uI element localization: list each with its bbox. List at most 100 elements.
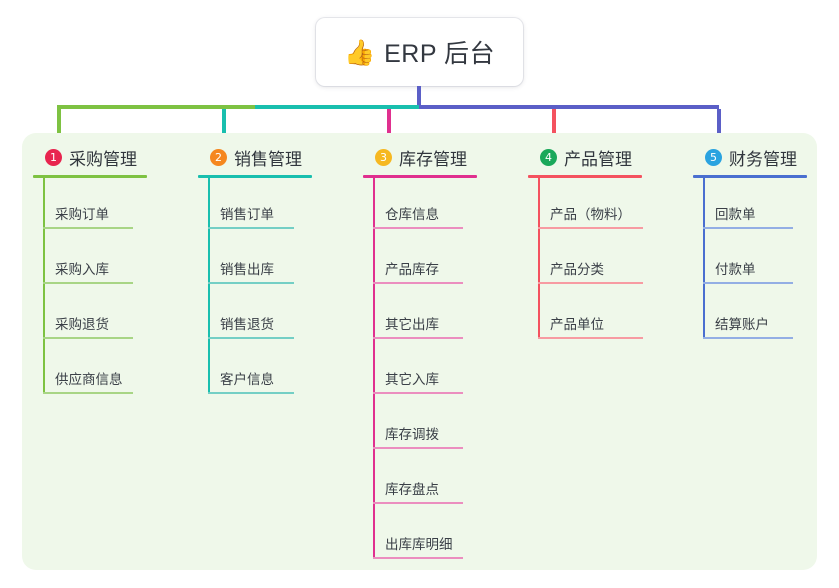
branch-item[interactable]: 采购订单 xyxy=(33,178,147,233)
branch-item-label: 产品单位 xyxy=(550,317,604,332)
branch-item[interactable]: 客户信息 xyxy=(198,343,312,398)
branch-number-badge-1: 1 xyxy=(45,148,62,166)
branch-header-2[interactable]: 2 销售管理 xyxy=(198,145,312,169)
branch-item-rule xyxy=(208,337,294,339)
branch-number-badge-5: 5 xyxy=(705,148,722,166)
root-title: ERP 后台 xyxy=(384,40,496,68)
branch-item-label: 客户信息 xyxy=(220,372,274,387)
branch-item-rule xyxy=(208,392,294,394)
branches-panel xyxy=(22,133,817,570)
branch-header-1[interactable]: 1 采购管理 xyxy=(33,145,147,169)
bus-segment-1 xyxy=(57,105,257,109)
branch-header-rule-4 xyxy=(528,175,642,178)
branch-item-label: 出库库明细 xyxy=(385,537,453,552)
drop-connector-4 xyxy=(552,109,556,138)
branch-item-label: 销售订单 xyxy=(220,207,274,222)
branch-item-rule xyxy=(373,227,463,229)
branch-column-1[interactable]: 1 采购管理采购订单采购入库采购退货供应商信息 xyxy=(33,145,147,398)
branch-title-4: 产品管理 xyxy=(564,149,632,169)
branch-spine-3 xyxy=(373,178,375,559)
branch-header-3[interactable]: 3 库存管理 xyxy=(363,145,477,169)
bus-segment-3 xyxy=(419,105,719,109)
branch-item-rule xyxy=(208,282,294,284)
branch-item-label: 其它出库 xyxy=(385,317,439,332)
branch-item-label: 结算账户 xyxy=(715,317,769,332)
branch-item-rule xyxy=(703,337,793,339)
branch-header-5[interactable]: 5 财务管理 xyxy=(693,145,807,169)
branch-item[interactable]: 销售退货 xyxy=(198,288,312,343)
branch-item[interactable]: 库存盘点 xyxy=(363,453,477,508)
branch-item-rule xyxy=(43,392,133,394)
branch-item-rule xyxy=(538,282,643,284)
branch-item[interactable]: 供应商信息 xyxy=(33,343,147,398)
branch-column-2[interactable]: 2 销售管理销售订单销售出库销售退货客户信息 xyxy=(198,145,312,398)
branch-item[interactable]: 仓库信息 xyxy=(363,178,477,233)
branch-title-2: 销售管理 xyxy=(234,149,302,169)
branch-item[interactable]: 产品库存 xyxy=(363,233,477,288)
branch-item-rule xyxy=(43,282,133,284)
branch-item[interactable]: 付款单 xyxy=(693,233,807,288)
drop-connector-3 xyxy=(387,109,391,138)
branch-item-label: 产品（物料） xyxy=(550,207,631,222)
branch-item[interactable]: 出库库明细 xyxy=(363,508,477,563)
branch-item-label: 产品库存 xyxy=(385,262,439,277)
drop-connector-2 xyxy=(222,109,226,138)
branch-number-badge-3: 3 xyxy=(375,148,392,166)
branch-header-rule-2 xyxy=(198,175,312,178)
branch-item-label: 销售退货 xyxy=(220,317,274,332)
branch-item-label: 回款单 xyxy=(715,207,756,222)
branch-item-label: 库存调拨 xyxy=(385,427,439,442)
branch-column-5[interactable]: 5 财务管理回款单付款单结算账户 xyxy=(693,145,807,343)
branch-item[interactable]: 产品分类 xyxy=(528,233,643,288)
branch-item-rule xyxy=(373,557,463,559)
branch-item[interactable]: 库存调拨 xyxy=(363,398,477,453)
branch-item[interactable]: 采购入库 xyxy=(33,233,147,288)
drop-connector-5 xyxy=(717,109,721,138)
branch-title-3: 库存管理 xyxy=(399,149,467,169)
root-node[interactable]: 👍 ERP 后台 xyxy=(316,18,523,86)
branch-item-rule xyxy=(703,227,793,229)
branch-item[interactable]: 其它入库 xyxy=(363,343,477,398)
branch-item[interactable]: 销售出库 xyxy=(198,233,312,288)
branch-item-rule xyxy=(43,227,133,229)
branch-header-rule-1 xyxy=(33,175,147,178)
branch-item[interactable]: 产品（物料） xyxy=(528,178,643,233)
branch-column-3[interactable]: 3 库存管理仓库信息产品库存其它出库其它入库库存调拨库存盘点出库库明细 xyxy=(363,145,477,563)
branch-number-badge-2: 2 xyxy=(210,148,227,166)
branch-children-1: 采购订单采购入库采购退货供应商信息 xyxy=(33,178,147,398)
branch-item-rule xyxy=(703,282,793,284)
branch-header-rule-5 xyxy=(693,175,807,178)
branch-item[interactable]: 其它出库 xyxy=(363,288,477,343)
branch-item-rule xyxy=(373,337,463,339)
branch-item[interactable]: 销售订单 xyxy=(198,178,312,233)
branch-item[interactable]: 结算账户 xyxy=(693,288,807,343)
branch-item-rule xyxy=(373,392,463,394)
branch-item[interactable]: 产品单位 xyxy=(528,288,643,343)
branch-title-5: 财务管理 xyxy=(729,149,797,169)
branch-header-rule-3 xyxy=(363,175,477,178)
branch-item-label: 产品分类 xyxy=(550,262,604,277)
branch-title-1: 采购管理 xyxy=(69,149,137,169)
root-stem-connector xyxy=(417,86,421,107)
branch-children-5: 回款单付款单结算账户 xyxy=(693,178,807,343)
branch-item-rule xyxy=(208,227,294,229)
branch-header-4[interactable]: 4 产品管理 xyxy=(528,145,642,169)
branch-spine-4 xyxy=(538,178,540,339)
branch-children-2: 销售订单销售出库销售退货客户信息 xyxy=(198,178,312,398)
branch-item-rule xyxy=(538,227,643,229)
branch-spine-1 xyxy=(43,178,45,394)
branch-item-label: 其它入库 xyxy=(385,372,439,387)
branch-item-rule xyxy=(373,447,463,449)
branch-item-rule xyxy=(373,282,463,284)
branch-item-label: 采购入库 xyxy=(55,262,109,277)
branch-item-label: 采购退货 xyxy=(55,317,109,332)
bus-segment-2 xyxy=(255,105,421,109)
branch-item-label: 销售出库 xyxy=(220,262,274,277)
branch-item-label: 付款单 xyxy=(715,262,756,277)
branch-item-rule xyxy=(373,502,463,504)
branch-number-badge-4: 4 xyxy=(540,148,557,166)
branch-item[interactable]: 回款单 xyxy=(693,178,807,233)
branch-column-4[interactable]: 4 产品管理产品（物料） 产品分类产品单位 xyxy=(528,145,643,343)
branch-item-label: 库存盘点 xyxy=(385,482,439,497)
branch-item[interactable]: 采购退货 xyxy=(33,288,147,343)
